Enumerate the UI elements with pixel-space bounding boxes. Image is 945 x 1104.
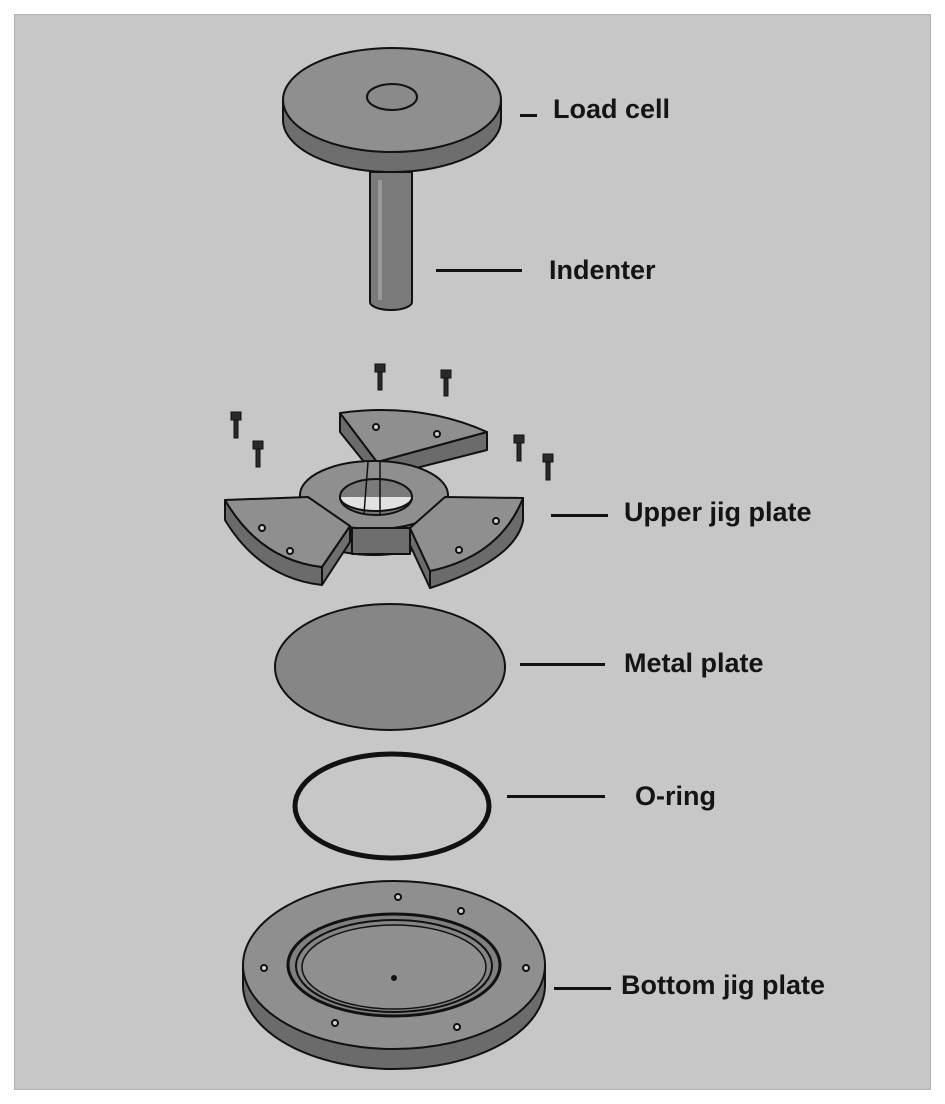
metal-plate-part: [274, 603, 506, 731]
upper-jig-plate-part: [224, 409, 524, 589]
metal-plate-label: Metal plate: [624, 648, 764, 678]
bottom-jig-plate-leader: [554, 987, 611, 990]
screws: [230, 363, 554, 481]
screw: [252, 440, 264, 468]
load-cell-label: Load cell: [553, 94, 671, 124]
bottom-jig-plate-label: Bottom jig plate: [621, 970, 825, 1000]
screw: [230, 411, 242, 439]
screw: [513, 434, 525, 462]
o-ring-leader: [507, 795, 605, 798]
load-cell-part: [282, 47, 502, 173]
screw: [374, 363, 386, 391]
upper-jig-plate-leader: [551, 514, 608, 517]
indenter-leader: [436, 269, 522, 272]
load-cell-leader: [520, 114, 537, 117]
metal-plate-leader: [520, 663, 605, 666]
screw: [542, 453, 554, 481]
screw: [440, 369, 452, 397]
bottom-jig-plate-part: [242, 880, 546, 1070]
o-ring-label: O-ring: [635, 781, 716, 811]
indenter-part: [369, 171, 413, 311]
o-ring-part: [292, 751, 492, 861]
indenter-label: Indenter: [549, 255, 656, 285]
upper-jig-plate-label: Upper jig plate: [624, 497, 812, 527]
